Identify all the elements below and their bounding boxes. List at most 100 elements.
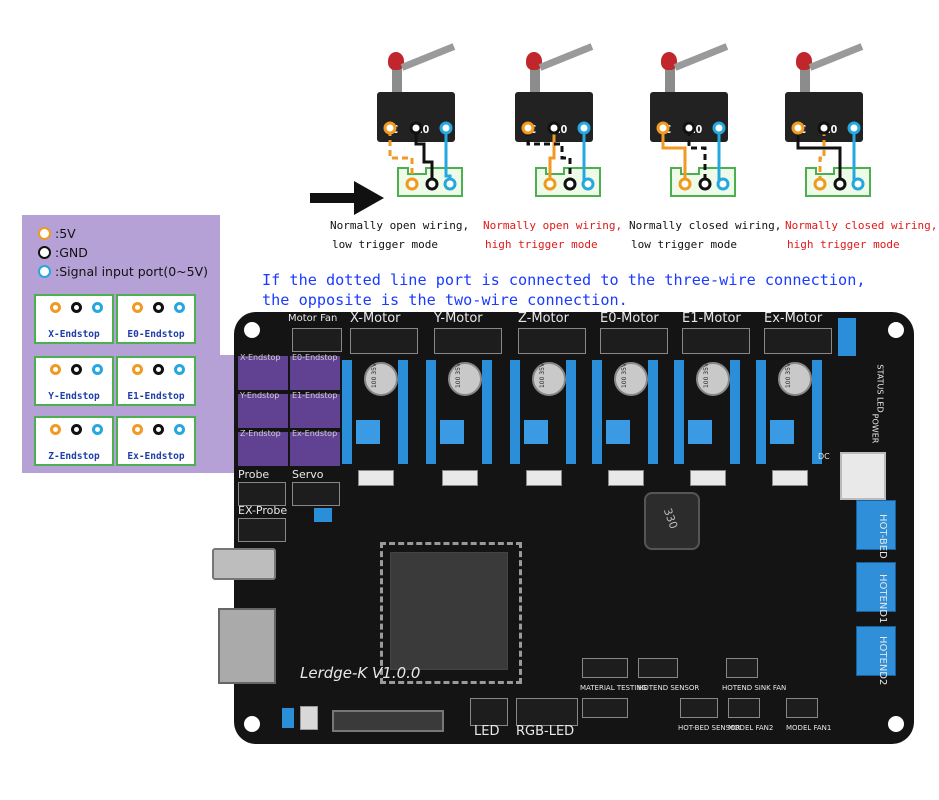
connector-hot-bed-sensor[interactable] (680, 698, 718, 718)
connector-material-testing-2[interactable] (582, 698, 628, 718)
terminal-hot-bed[interactable] (856, 500, 896, 550)
header-z-endstop[interactable] (238, 432, 288, 466)
wiring-diagram-4 (791, 121, 871, 197)
header-x-endstop[interactable] (238, 356, 288, 390)
connector-x-motor[interactable] (350, 328, 418, 354)
connector-y-motor[interactable] (434, 328, 502, 354)
inductor (644, 492, 700, 550)
connector-pin-dot (833, 177, 847, 191)
connector-pin-dot (813, 177, 827, 191)
stepper-driver-slot[interactable]: 100 35V (592, 360, 668, 486)
jumper-probe[interactable] (314, 508, 332, 522)
endstop-label: E1-Endstop (127, 391, 185, 402)
label-status-led: STATUS LED (875, 364, 885, 413)
pointer-arrow-icon (310, 181, 384, 215)
jumper-block[interactable] (838, 318, 856, 356)
connector-pin-dot (443, 177, 457, 191)
legend-endstop-ex: Ex-Endstop (116, 416, 196, 466)
connector-hotend-sensor[interactable] (638, 658, 678, 678)
connector-led[interactable] (470, 698, 508, 726)
stepper-driver-slot[interactable]: 100 35V (426, 360, 502, 486)
connector-servo[interactable] (292, 482, 340, 506)
endstop-label: E0-Endstop (127, 329, 185, 340)
sd-card-slot[interactable] (218, 608, 276, 684)
switch-pin-dot (409, 121, 423, 135)
jumper-bottom[interactable] (282, 708, 294, 728)
label-ex-endstop: Ex-Endstop (292, 429, 338, 438)
label-rgb-led: RGB-LED (516, 724, 575, 739)
connector-model-fan1[interactable] (786, 698, 818, 718)
connector-ex-motor[interactable] (764, 328, 832, 354)
lcd-ribbon-connector[interactable] (332, 710, 444, 732)
stepper-driver-slot[interactable]: 100 35V (342, 360, 418, 486)
legend-5v-label: :5V (55, 226, 76, 241)
connector-rgb-led[interactable] (516, 698, 578, 726)
connector-material-testing[interactable] (582, 658, 628, 678)
connector-model-fan2[interactable] (728, 698, 760, 718)
legend-endstop-z: Z-Endstop (34, 416, 114, 466)
legend-endstop-x: X-Endstop (34, 294, 114, 344)
caption-line-2: low trigger mode (332, 238, 438, 251)
header-e0-endstop[interactable] (290, 356, 340, 390)
controller-board: Motor Fan X-Motor Y-Motor Z-Motor E0-Mot… (212, 311, 914, 744)
mcu-pin-ring (380, 542, 522, 684)
connector-e1-motor[interactable] (682, 328, 750, 354)
connector-z-motor[interactable] (518, 328, 586, 354)
switch-pin-dot (817, 121, 831, 135)
header-ex-endstop[interactable] (290, 432, 340, 466)
wiring-caption-1: Normally open wiring,low trigger mode (330, 216, 469, 254)
label-motor-fan: Motor Fan (288, 313, 338, 324)
wiring-diagram-2 (521, 121, 601, 197)
connector-probe[interactable] (238, 482, 286, 506)
wire (661, 130, 687, 180)
switch-pin-dot (656, 121, 670, 135)
label-e1-motor: E1-Motor (682, 311, 741, 326)
connector-hotend-sink-fan[interactable] (726, 658, 758, 678)
mount-hole (888, 322, 904, 338)
stepper-driver-slot[interactable]: 100 35V (674, 360, 750, 486)
switch-pin-dot (547, 121, 561, 135)
wiring-diagram-3 (656, 121, 736, 197)
switch-pin-dot (712, 121, 726, 135)
connector-pin-dot (425, 177, 439, 191)
capacitor-label: 100 35V (785, 362, 793, 389)
label-hot-bed-sensor: HOT-BED SENSOR (678, 724, 741, 732)
mount-hole (888, 716, 904, 732)
wire (414, 130, 434, 180)
label-led: LED (474, 724, 500, 739)
capacitor-label: 100 35V (539, 362, 547, 389)
label-dc: DC (818, 452, 830, 461)
power-connector[interactable] (840, 452, 886, 500)
usb-port[interactable] (212, 548, 276, 580)
notice-line-1: If the dotted line port is connected to … (262, 271, 866, 289)
capacitor-label: 100 35V (371, 362, 379, 389)
legend-endstop-y: Y-Endstop (34, 356, 114, 406)
wire (818, 130, 826, 180)
legend-signal: :Signal input port(0~5V) (38, 264, 208, 279)
stepper-driver-slot[interactable]: 100 35V (510, 360, 586, 486)
stepper-driver-slot[interactable]: 100 35V (756, 360, 832, 486)
label-z-endstop: Z-Endstop (240, 429, 281, 438)
connector-e0-motor[interactable] (600, 328, 668, 354)
legend-endstop-e0: E0-Endstop (116, 294, 196, 344)
header-e1-endstop[interactable] (290, 394, 340, 428)
capacitor (532, 362, 566, 396)
label-servo: Servo (292, 468, 324, 481)
legend-signal-label: :Signal input port(0~5V) (55, 264, 209, 279)
terminal-hotend2[interactable] (856, 626, 896, 676)
caption-line-2: high trigger mode (787, 238, 900, 251)
connector-motor-fan[interactable] (292, 328, 342, 352)
endstop-label: Z-Endstop (48, 451, 100, 462)
label-ex-probe: EX-Probe (238, 504, 288, 517)
reset-button[interactable] (300, 706, 318, 730)
mount-hole (244, 322, 260, 338)
header-y-endstop[interactable] (238, 394, 288, 428)
connector-pin-dot (543, 177, 557, 191)
terminal-hotend1[interactable] (856, 562, 896, 612)
wiring-caption-3: Normally closed wiring,low trigger mode (629, 216, 781, 254)
capacitor (696, 362, 730, 396)
blue-dot-icon (38, 265, 51, 278)
connector-ex-probe[interactable] (238, 518, 286, 542)
label-e0-motor: E0-Motor (600, 311, 659, 326)
wire (548, 130, 556, 180)
